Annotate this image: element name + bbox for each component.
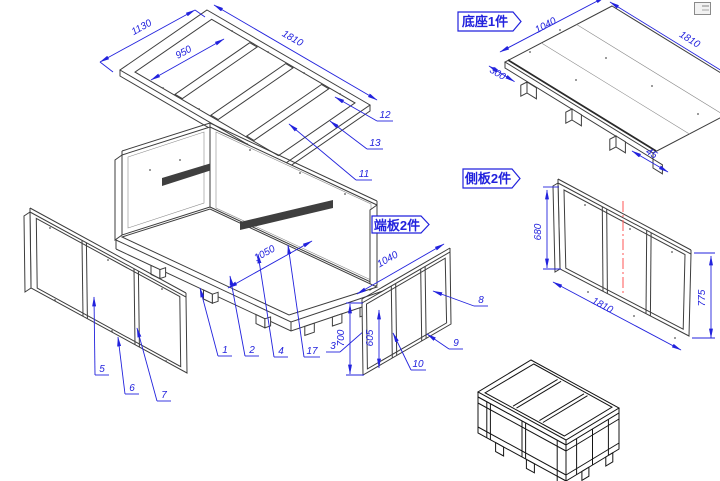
dim-endview-height: 700 xyxy=(336,329,347,346)
side-panel-detail-view: 680 1810 775 xyxy=(533,178,715,351)
callout-2: 2 xyxy=(248,345,255,356)
dim-endview-inner-height: 605 xyxy=(365,329,376,346)
callout-1: 1 xyxy=(222,345,228,356)
dim-sideview-inner-height: 680 xyxy=(533,223,544,240)
callout-12: 12 xyxy=(379,110,391,121)
end-panel-detail-view: 1040 700 605 8 9 10 xyxy=(336,243,488,376)
base-detail-view: 1040 1810 300 45 xyxy=(487,0,720,175)
assembled-crate-drawing xyxy=(476,359,621,481)
side-view-label: 側板2件 xyxy=(462,168,521,189)
callout-13: 13 xyxy=(369,138,381,149)
base-view-label: 底座1件 xyxy=(457,11,522,32)
callout-3: 3 xyxy=(330,341,336,352)
callout-7: 7 xyxy=(161,390,167,401)
nail-dots xyxy=(49,227,167,362)
panel-stud xyxy=(601,206,652,317)
callout-8: 8 xyxy=(478,295,484,306)
label-side-view: 側板2件 xyxy=(464,171,511,186)
callout-9: 9 xyxy=(453,338,459,349)
dim-sideview-height: 775 xyxy=(697,289,708,306)
end-view-label: 端板2件 xyxy=(371,215,430,234)
nail-dots xyxy=(149,149,346,195)
callout-10: 10 xyxy=(412,359,424,370)
dim-baseview-width: 1040 xyxy=(533,16,558,36)
dim-baseview-length: 1810 xyxy=(677,29,702,50)
dim-lid-length: 1810 xyxy=(280,29,305,50)
floor-batten xyxy=(240,200,333,230)
dim-endview-width: 1040 xyxy=(375,249,400,270)
callout-17: 17 xyxy=(306,346,318,357)
label-base-view: 底座1件 xyxy=(462,14,508,29)
label-end-view: 端板2件 xyxy=(374,218,420,233)
side-panel-exploded-drawing xyxy=(23,207,188,374)
callout-4: 4 xyxy=(278,346,284,357)
dim-baseview-skid-height: 45 xyxy=(644,146,660,161)
callout-11: 11 xyxy=(359,169,369,180)
wall-batten xyxy=(162,162,215,186)
callout-5: 5 xyxy=(99,364,105,375)
screen-artifact xyxy=(694,2,711,15)
callout-6: 6 xyxy=(129,383,135,394)
crate-feet xyxy=(495,441,614,481)
